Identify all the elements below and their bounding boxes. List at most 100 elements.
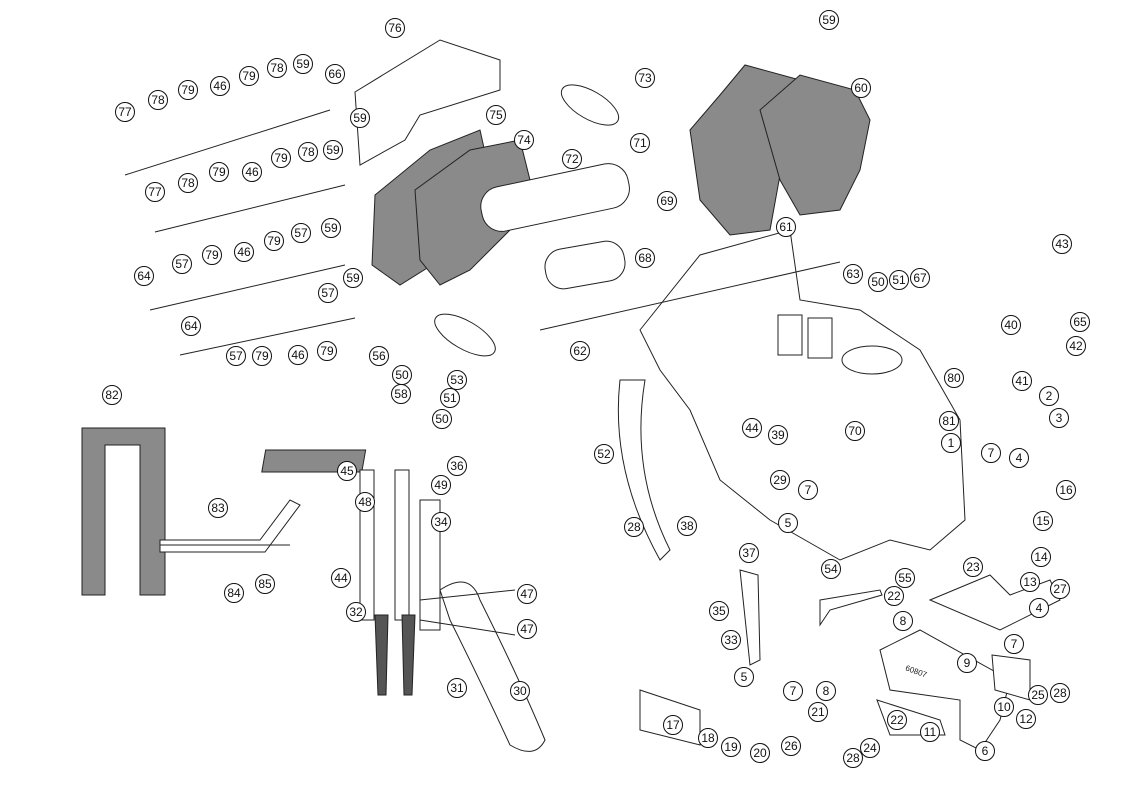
callout-8: 8 — [816, 681, 836, 701]
callout-27: 27 — [1050, 579, 1070, 599]
callout-12: 12 — [1016, 709, 1036, 729]
callout-22: 22 — [884, 586, 904, 606]
callout-46: 46 — [288, 345, 308, 365]
callout-28: 28 — [624, 517, 644, 537]
callout-49: 49 — [431, 475, 451, 495]
callout-3: 3 — [1049, 408, 1069, 428]
callout-11: 11 — [920, 722, 940, 742]
callout-36: 36 — [447, 456, 467, 476]
callout-19: 19 — [721, 737, 741, 757]
frame-arm-52 — [617, 379, 671, 561]
callout-24: 24 — [860, 738, 880, 758]
u-bracket-82 — [81, 427, 166, 596]
callout-59: 59 — [321, 218, 341, 238]
callout-85: 85 — [255, 574, 275, 594]
callout-61: 61 — [776, 217, 796, 237]
callout-53: 53 — [447, 370, 467, 390]
callout-76: 76 — [385, 18, 405, 38]
callout-56: 56 — [369, 346, 389, 366]
pedal-30 — [439, 581, 546, 752]
callout-6: 6 — [975, 741, 995, 761]
callout-79: 79 — [202, 245, 222, 265]
pivot-tube-68 — [544, 240, 626, 290]
callout-15: 15 — [1033, 511, 1053, 531]
callout-66: 66 — [325, 64, 345, 84]
callout-77: 77 — [115, 102, 135, 122]
callout-62: 62 — [570, 341, 590, 361]
handle-40 — [841, 345, 903, 375]
gray-plate-61-b — [759, 74, 871, 216]
callout-22: 22 — [887, 710, 907, 730]
callout-83: 83 — [208, 498, 228, 518]
callout-78: 78 — [178, 173, 198, 193]
callout-82: 82 — [102, 385, 122, 405]
callout-51: 51 — [440, 388, 460, 408]
callout-18: 18 — [698, 728, 718, 748]
callout-46: 46 — [234, 242, 254, 262]
callout-67: 67 — [910, 268, 930, 288]
callout-46: 46 — [210, 76, 230, 96]
callout-60: 60 — [851, 78, 871, 98]
callout-44: 44 — [742, 418, 762, 438]
callout-31: 31 — [447, 678, 467, 698]
pivot-tube — [480, 163, 630, 232]
callout-57: 57 — [291, 223, 311, 243]
bolt-lines — [124, 109, 841, 636]
callout-75: 75 — [486, 105, 506, 125]
callout-59: 59 — [343, 268, 363, 288]
callout-7: 7 — [1004, 634, 1024, 654]
main-frame — [639, 229, 966, 561]
callout-51: 51 — [889, 270, 909, 290]
callout-8: 8 — [893, 611, 913, 631]
callout-32: 32 — [346, 602, 366, 622]
callout-14: 14 — [1031, 547, 1051, 567]
callout-78: 78 — [148, 90, 168, 110]
callout-29: 29 — [770, 470, 790, 490]
callout-57: 57 — [172, 254, 192, 274]
callout-45: 45 — [337, 461, 357, 481]
callout-57: 57 — [318, 283, 338, 303]
callout-46: 46 — [242, 162, 262, 182]
callout-64: 64 — [134, 266, 154, 286]
callout-50: 50 — [392, 365, 412, 385]
callout-39: 39 — [768, 425, 788, 445]
callout-73: 73 — [635, 68, 655, 88]
callout-42: 42 — [1066, 336, 1086, 356]
callout-58: 58 — [391, 384, 411, 404]
pedal-bracket-34 — [419, 499, 441, 631]
callout-65: 65 — [1070, 312, 1090, 332]
callout-79: 79 — [209, 162, 229, 182]
callout-50: 50 — [868, 272, 888, 292]
callout-35: 35 — [709, 601, 729, 621]
callout-57: 57 — [226, 346, 246, 366]
callout-77: 77 — [145, 182, 165, 202]
callout-16: 16 — [1056, 480, 1076, 500]
callout-1: 1 — [941, 433, 961, 453]
callout-5: 5 — [778, 513, 798, 533]
callout-74: 74 — [514, 130, 534, 150]
callout-25: 25 — [1028, 685, 1048, 705]
callout-20: 20 — [750, 743, 770, 763]
callout-55: 55 — [895, 568, 915, 588]
callout-23: 23 — [963, 557, 983, 577]
rod-83 — [159, 499, 301, 553]
callout-5: 5 — [734, 667, 754, 687]
pedal-33 — [739, 569, 761, 666]
callout-64: 64 — [181, 316, 201, 336]
callout-80: 80 — [944, 368, 964, 388]
callout-4: 4 — [1029, 598, 1049, 618]
callout-79: 79 — [271, 148, 291, 168]
callout-47: 47 — [517, 619, 537, 639]
callout-7: 7 — [783, 681, 803, 701]
callout-17: 17 — [663, 715, 683, 735]
pedal-31 — [374, 614, 416, 696]
callout-78: 78 — [267, 58, 287, 78]
callout-37: 37 — [739, 543, 759, 563]
callout-71: 71 — [630, 133, 650, 153]
callout-63: 63 — [843, 264, 863, 284]
callout-34: 34 — [431, 512, 451, 532]
callout-72: 72 — [562, 149, 582, 169]
tube-left — [777, 314, 803, 356]
callout-7: 7 — [981, 443, 1001, 463]
